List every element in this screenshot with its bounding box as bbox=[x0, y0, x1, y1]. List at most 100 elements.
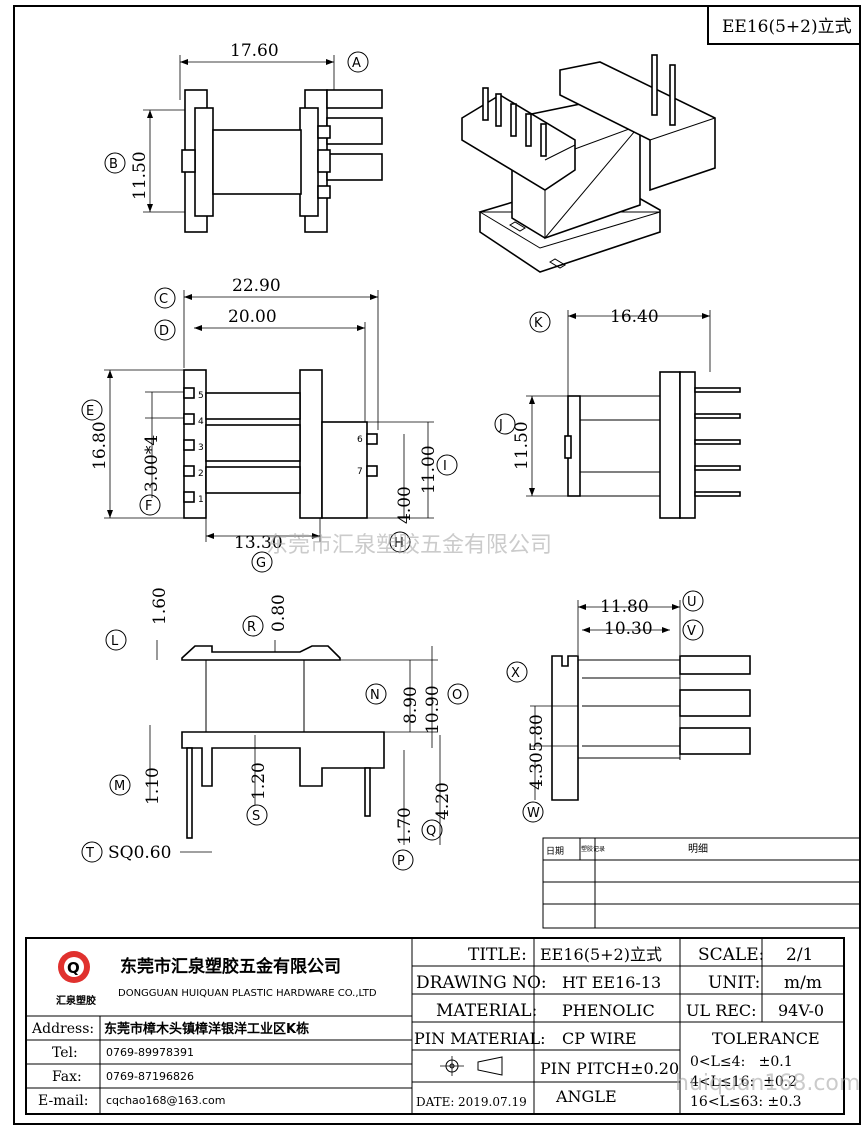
header-box-text: EE16(5+2)立式 bbox=[722, 17, 852, 37]
date-label: DATE: bbox=[416, 1095, 454, 1109]
pin-label-3: 3 bbox=[198, 443, 204, 453]
pin-pitch: PIN PITCH±0.20 bbox=[540, 1059, 679, 1078]
tag-t: T bbox=[85, 846, 94, 861]
tag-a-circle bbox=[347, 51, 369, 73]
tag-n: N bbox=[370, 688, 380, 703]
tag-l: L bbox=[111, 634, 119, 649]
tag-d: D bbox=[159, 324, 169, 339]
material-label: MATERIAL: bbox=[436, 1001, 537, 1021]
dim-br-w: 4.30 bbox=[527, 752, 547, 790]
scale-label: SCALE: bbox=[698, 945, 764, 965]
revision-mark-label: 塑胶记录 bbox=[581, 845, 605, 853]
dim-bl-r: 0.80 bbox=[269, 594, 289, 632]
pin-label-2: 2 bbox=[198, 469, 204, 479]
tag-r: R bbox=[247, 620, 256, 635]
pin-material-value: CP WIRE bbox=[562, 1029, 637, 1048]
title-value: EE16(5+2)立式 bbox=[540, 945, 662, 964]
dim-side-j: 11.50 bbox=[512, 421, 532, 470]
title-label: TITLE: bbox=[468, 945, 527, 965]
dim-bl-o: 10.90 bbox=[423, 685, 443, 734]
tag-h: H bbox=[394, 536, 404, 551]
tag-s: S bbox=[252, 809, 260, 824]
pin-label-1: 1 bbox=[198, 495, 204, 505]
pin-label-5: 5 bbox=[198, 391, 204, 401]
logo-letter: Q bbox=[67, 959, 80, 977]
tag-j: J bbox=[498, 418, 503, 433]
dim-br-v: 10.30 bbox=[604, 619, 653, 639]
pin-label-6: 6 bbox=[357, 435, 363, 445]
tolerance-label: TOLERANCE bbox=[712, 1029, 820, 1048]
tolerance-row-2: 4<L≤16: ±0.2 bbox=[690, 1074, 797, 1090]
bottom-left-view: 1.60 L 0.80 R 8.90 10.90 N O 1.10 M 1.20… bbox=[81, 587, 469, 871]
dim-front-g: 13.30 bbox=[234, 533, 283, 553]
email-value: cqchao168@163.com bbox=[106, 1094, 226, 1107]
material-value: PHENOLIC bbox=[562, 1001, 655, 1020]
tag-v: V bbox=[687, 624, 696, 639]
tag-p: P bbox=[397, 854, 405, 869]
dim-br-u: 11.80 bbox=[600, 597, 649, 617]
revision-date-label: 日期 bbox=[546, 846, 564, 857]
tag-u: U bbox=[687, 595, 697, 610]
side-view: 16.40 K 11.50 J bbox=[494, 307, 741, 519]
drawing-no-value: HT EE16-13 bbox=[562, 973, 661, 992]
company-name-en: DONGGUAN HUIQUAN PLASTIC HARDWARE CO.,LT… bbox=[118, 988, 377, 999]
dim-front-c: 22.90 bbox=[232, 276, 281, 296]
tag-x: X bbox=[511, 666, 520, 681]
scale-value: 2/1 bbox=[786, 945, 813, 965]
dim-front-i: 11.00 bbox=[419, 445, 439, 494]
watermark-url: huiquan168.com bbox=[675, 1071, 860, 1096]
dim-top-height: 11.50 bbox=[130, 151, 150, 200]
tag-b: B bbox=[109, 157, 118, 172]
header-box bbox=[707, 5, 861, 45]
dim-bl-m: 1.10 bbox=[143, 767, 163, 805]
dim-bl-n: 8.90 bbox=[401, 686, 421, 724]
dim-bl-l: 1.60 bbox=[150, 587, 170, 625]
address-label: Address: bbox=[31, 1021, 94, 1037]
tel-label: Tel: bbox=[52, 1045, 78, 1061]
tag-k: K bbox=[534, 316, 543, 331]
tag-w: W bbox=[527, 806, 540, 821]
tag-a: A bbox=[352, 56, 361, 71]
fax-value: 0769-87196826 bbox=[106, 1070, 194, 1083]
dim-front-h: 4.00 bbox=[395, 486, 415, 524]
tag-o: O bbox=[452, 688, 462, 703]
unit-label: UNIT: bbox=[708, 973, 760, 993]
revision-table: 日期 塑胶记录 明细 bbox=[542, 837, 861, 929]
watermark-text: 东莞市汇泉塑胶五金有限公司 bbox=[266, 533, 552, 558]
drawing-no-label: DRAWING NO: bbox=[416, 973, 547, 993]
tag-c: C bbox=[159, 292, 168, 307]
projection-symbol-icon bbox=[440, 1056, 503, 1076]
fax-label: Fax: bbox=[52, 1069, 82, 1085]
pin-label-4: 4 bbox=[198, 417, 204, 427]
dim-bl-s: 1.20 bbox=[249, 762, 269, 800]
dim-front-e: 16.80 bbox=[90, 421, 110, 470]
tel-value: 0769-89978391 bbox=[106, 1046, 194, 1059]
dim-bl-q: 4.20 bbox=[433, 782, 453, 820]
date-value: 2019.07.19 bbox=[458, 1095, 527, 1109]
pin-label-7: 7 bbox=[357, 467, 363, 477]
tag-m: M bbox=[114, 779, 125, 794]
revision-detail-label: 明细 bbox=[688, 842, 708, 855]
pin-material-label: PIN MATERIAL: bbox=[414, 1029, 546, 1048]
dim-top-width: 17.60 bbox=[230, 41, 279, 61]
dim-br-x: 5.80 bbox=[527, 714, 547, 752]
dim-front-d: 20.00 bbox=[228, 307, 277, 327]
address-value: 东莞市樟木头镇樟洋银洋工业区K栋 bbox=[104, 1021, 309, 1037]
tolerance-row-1: 0<L≤4: ±0.1 bbox=[690, 1054, 793, 1070]
front-view: 22.90 C 20.00 D 16.80 E 3.00*4 F bbox=[81, 276, 458, 573]
tag-g: G bbox=[256, 556, 266, 571]
ul-value: 94V-0 bbox=[778, 1001, 824, 1020]
tolerance-row-3: 16<L≤63: ±0.3 bbox=[690, 1094, 802, 1110]
email-label: E-mail: bbox=[38, 1093, 89, 1109]
isometric-view bbox=[461, 54, 716, 273]
tag-q: Q bbox=[426, 824, 436, 839]
drawing-frame bbox=[13, 5, 861, 1125]
tag-i: I bbox=[443, 459, 447, 474]
ul-label: UL REC: bbox=[686, 1001, 757, 1020]
dim-bl-p: 1.70 bbox=[395, 807, 415, 845]
dim-front-f: 3.00*4 bbox=[142, 435, 162, 492]
tag-f: F bbox=[145, 499, 152, 514]
logo-caption: 汇泉塑胶 bbox=[56, 994, 96, 1007]
dim-bl-t: SQ0.60 bbox=[108, 843, 171, 863]
